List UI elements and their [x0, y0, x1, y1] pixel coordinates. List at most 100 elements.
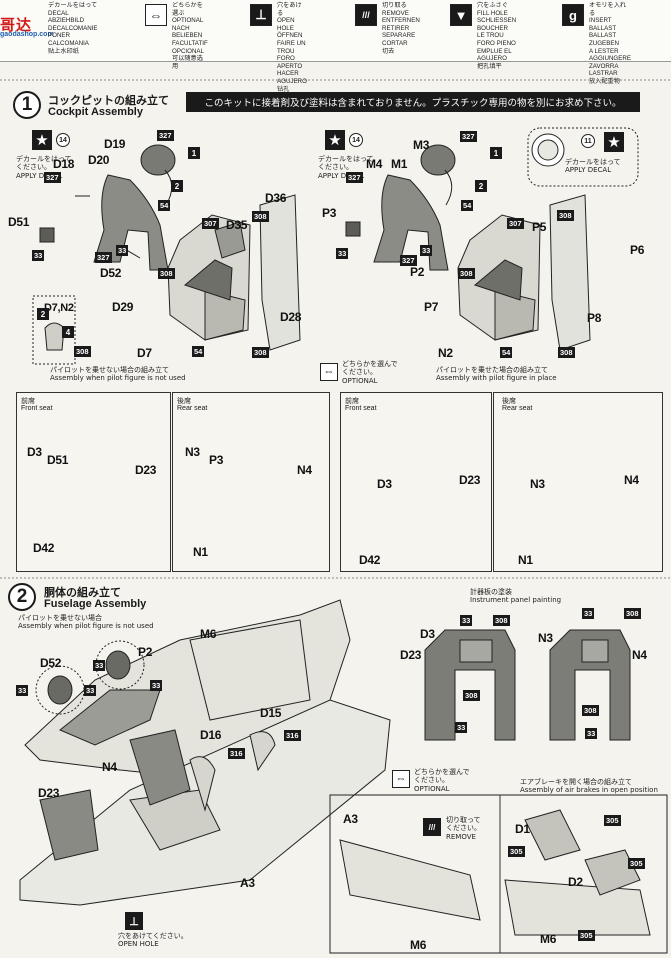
legend-line: FORO APERTO: [277, 55, 303, 70]
number-marker: 1: [188, 147, 200, 159]
part-label: P7: [424, 300, 439, 314]
note-line: OPTIONAL: [414, 784, 450, 793]
part-label: D18: [53, 157, 75, 171]
color-tag: 54: [158, 200, 171, 211]
legend-line: ÖFFNEN: [277, 32, 303, 40]
panel-title-jp: 前席: [345, 397, 359, 405]
color-tag: 308: [582, 705, 599, 716]
number-marker: 2: [37, 308, 49, 320]
part-label: A3: [343, 812, 358, 826]
note-line: Assembly when pilot figure is not used: [18, 622, 154, 631]
part-label: D42: [33, 541, 55, 555]
part-label: M6: [200, 627, 217, 641]
step-1-number: 1: [13, 91, 41, 119]
color-tag: 305: [508, 846, 525, 857]
legend-line: REMOVE: [382, 9, 409, 17]
note-line: どちらかを選んで: [414, 768, 470, 776]
color-tag: 308: [558, 347, 575, 358]
ejection-seat-left: [167, 194, 301, 351]
color-tag: 308: [557, 210, 574, 221]
legend-line: A LESTER: [589, 47, 619, 55]
note-line: デカールをはって: [318, 155, 374, 163]
detail-callout-box: [32, 295, 76, 365]
legend-line: 可以随意选用: [172, 55, 203, 70]
step-1-title-jp: コックピットの組み立て: [48, 94, 169, 107]
part-label: D23: [38, 786, 60, 800]
part-label: M4: [366, 157, 383, 171]
step-1-title-en: Cockpit Assembly: [48, 106, 143, 118]
panel-title-jp: 後席: [177, 397, 191, 405]
decal-number: 11: [581, 134, 595, 148]
bottom-optional-box: [329, 794, 668, 954]
part-label: D52: [100, 266, 122, 280]
color-tag: 33: [84, 685, 97, 696]
part-label: N4: [297, 463, 312, 477]
legend-line: オモリを入れる: [589, 2, 627, 17]
open-hole-icon: ⊥: [250, 4, 272, 26]
glue-paint-warning-banner: このキットに接着剤及び塗料は含まれておりません。プラスチック専用の物を別にお求め…: [186, 92, 640, 112]
note-line: REMOVE: [446, 832, 476, 841]
color-tag: 33: [93, 660, 106, 671]
panel-title-jp: 後席: [502, 397, 516, 405]
note-line: ください。: [152, 932, 188, 940]
color-tag: 305: [628, 858, 645, 869]
part-label: D16: [200, 728, 222, 742]
watermark-logo: 哥达: [0, 16, 33, 34]
legend-line: OPCIONAL: [172, 47, 204, 55]
open-hole-note: 穴をあけてください。 OPEN HOLE: [118, 932, 188, 949]
part-label: M6: [540, 932, 557, 946]
decal-number: 14: [56, 133, 70, 147]
color-tag: 308: [252, 347, 269, 358]
part-label: M1: [391, 157, 408, 171]
note-line: OPEN HOLE: [118, 940, 159, 949]
apply-decal-note: デカールをはって ください。 APPLY DECAL: [318, 155, 374, 180]
legend-line: 贴上水印纸: [48, 47, 79, 55]
part-label: M3: [413, 138, 430, 152]
part-label: D35: [226, 218, 248, 232]
color-tag: 327: [44, 172, 61, 183]
color-tag: 33: [460, 615, 473, 626]
note-line: APPLY DECAL: [16, 171, 63, 180]
part-label: D3: [27, 445, 42, 459]
part-label: P2: [138, 645, 153, 659]
legend-line: HACER AGUJERO: [277, 70, 307, 85]
legend-line: 钻孔: [277, 85, 290, 93]
legend-line: OPTIONAL: [172, 17, 204, 25]
remove-note: 切り取って ください。 REMOVE: [446, 816, 481, 841]
legend-line: 放入配重物: [589, 77, 620, 85]
optional-icon: ⇔: [320, 363, 338, 381]
part-label: A3: [240, 876, 255, 890]
part-label: D23: [400, 648, 422, 662]
part-label: N3: [530, 477, 545, 491]
optional-note: どちらかを選んで ください。 OPTIONAL: [414, 768, 470, 793]
apply-decal-note: デカールをはって ください。 APPLY DECAL: [16, 155, 72, 180]
legend-line: 切去: [382, 47, 395, 55]
part-label: D23: [459, 473, 481, 487]
note-line: Instrument panel painting: [470, 596, 562, 605]
legend-line: SCHLIESSEN: [477, 17, 517, 25]
legend-line: デカールをはって: [48, 2, 98, 9]
legend-line: FAIRE UN TROU: [277, 39, 306, 55]
panel-rear-seat-no-pilot: 後席 Rear seat N3 P3 N4 N1: [172, 392, 330, 572]
legend-line: 穴をふさぐ: [477, 2, 508, 9]
part-label: D7,N2: [44, 302, 74, 314]
part-label: P3: [322, 206, 337, 220]
color-tag: 327: [460, 131, 477, 142]
part-label: N3: [538, 631, 553, 645]
part-label: D29: [112, 300, 134, 314]
part-label: N1: [193, 545, 208, 559]
part-label: D28: [280, 310, 302, 324]
ballast-icon: g: [562, 4, 584, 26]
color-tag: 308: [158, 268, 175, 279]
panel-title-en: Rear seat: [502, 405, 533, 412]
color-tag: 33: [150, 680, 163, 691]
legend-line: BALLAST ZUGEBEN: [589, 32, 619, 47]
color-tag: 308: [458, 268, 475, 279]
note-line: 計器板の塗装: [470, 588, 512, 596]
legend-line: CORTAR: [382, 39, 408, 47]
color-tag: 308: [74, 346, 91, 357]
legend-line: RETIRER: [382, 24, 410, 32]
color-tag: 54: [461, 200, 474, 211]
legend-line: FACULTATIF: [172, 39, 208, 47]
panel-title-en: Front seat: [345, 405, 377, 412]
